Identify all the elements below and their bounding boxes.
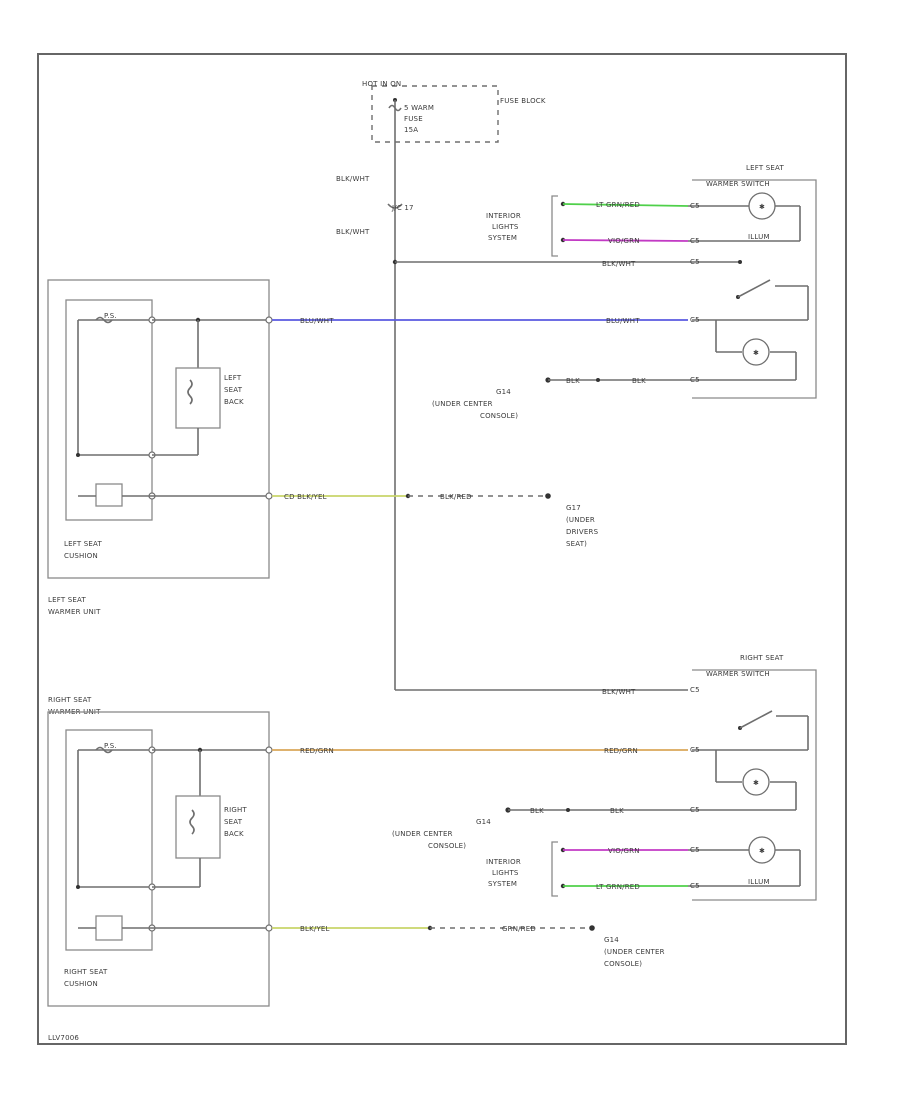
fuse-feed-label: HOT IN ON	[362, 80, 401, 88]
left-switch-c5-2: C5	[690, 237, 700, 245]
wire-label-blk-wht-bottom: BLK/WHT	[602, 688, 636, 696]
wire-label-vio-grn-top: VIO/GRN	[608, 237, 640, 245]
right-back-1: RIGHT	[224, 806, 247, 814]
ground-g17: G17 (UNDER DRIVERS SEAT)	[566, 504, 599, 548]
g17-id: G17	[566, 504, 581, 512]
left-cushion-2: CUSHION	[64, 552, 98, 560]
fuse-block-label: FUSE BLOCK	[500, 97, 546, 105]
fuse-name-line2: FUSE	[404, 115, 423, 123]
wire-label-blk-yel-right: BLK/YEL	[300, 925, 330, 933]
left-back-1: LEFT	[224, 374, 242, 382]
wire-label-blu-wht-1: BLU/WHT	[300, 317, 334, 325]
g17-line3: DRIVERS	[566, 528, 599, 536]
interior-lights-system-top: INTERIOR LIGHTS SYSTEM	[486, 195, 566, 257]
g14-top-line3: CONSOLE)	[480, 412, 518, 420]
right-switch-c5-5: C5	[690, 882, 700, 890]
left-unit-label-2: WARMER UNIT	[48, 608, 101, 616]
fuse-name-line1: 5 WARM	[404, 104, 434, 112]
ground-g14-middle: BLK BLK G14 (UNDER CENTER CONSOLE)	[392, 807, 688, 850]
left-switch-c5-5: C5	[690, 376, 700, 384]
left-switch-c5-4: C5	[690, 316, 700, 324]
right-unit-thermo: P.S.	[104, 742, 117, 750]
left-switch-title-2: WARMER SWITCH	[706, 180, 770, 188]
interior-lights-top-2: LIGHTS	[492, 223, 519, 231]
wire-label-lt-grn-red-bottom: LT GRN/RED	[596, 883, 640, 891]
g17-line2: (UNDER	[566, 516, 595, 524]
splice-jc17: J/C 17	[387, 203, 414, 212]
feed-wire-label-1: BLK/WHT	[336, 175, 370, 183]
svg-text:✱: ✱	[759, 203, 765, 211]
left-unit-label-1: LEFT SEAT	[48, 596, 86, 604]
interior-lights-top-3: SYSTEM	[488, 234, 517, 242]
wire-label-cd-blk-yel: CD BLK/YEL	[284, 493, 327, 501]
svg-text:✱: ✱	[753, 349, 759, 357]
g14-bottom-line3: CONSOLE)	[604, 960, 642, 968]
interior-lights-system-bottom: INTERIOR LIGHTS SYSTEM	[486, 841, 566, 897]
right-switch-c5-3: C5	[690, 806, 700, 814]
wire-label-lt-grn-red-top: LT GRN/RED	[596, 201, 640, 209]
left-seat-warmer-unit: P.S. LEFT SEAT BACK LEFT SEAT CUSHION LE…	[47, 279, 273, 616]
right-seat-warmer-switch: RIGHT SEAT WARMER SWITCH C5 C5 ✱ C5 ✱ IL…	[688, 654, 817, 901]
g14-bottom-line2: (UNDER CENTER	[604, 948, 665, 956]
interior-lights-bottom-2: LIGHTS	[492, 869, 519, 877]
wire-label-blk-g14-top-1: BLK	[566, 377, 580, 385]
interior-lights-top-1: INTERIOR	[486, 212, 521, 220]
wire-lt-grn-red-top	[562, 203, 689, 207]
g14-bottom-id: G14	[604, 936, 619, 944]
right-switch-illum: ILLUM	[748, 878, 770, 886]
left-switch-c5-1: C5	[690, 202, 700, 210]
ground-g14-bottom: G14 (UNDER CENTER CONSOLE)	[604, 936, 665, 968]
wire-label-blk-red: BLK/RED	[440, 493, 472, 501]
fuse-name-line3: 15A	[404, 126, 418, 134]
right-switch-c5-1: C5	[690, 686, 700, 694]
interior-lights-bottom-3: SYSTEM	[488, 880, 517, 888]
wire-label-red-grn-1: RED/GRN	[300, 747, 334, 755]
g14-mid-line3: CONSOLE)	[428, 842, 466, 850]
left-switch-title-1: LEFT SEAT	[746, 164, 784, 172]
diagram-frame	[37, 53, 847, 1045]
right-back-3: BACK	[224, 830, 244, 838]
interior-lights-bottom-1: INTERIOR	[486, 858, 521, 866]
left-seat-warmer-switch: LEFT SEAT WARMER SWITCH ✱ ILLUM ✱ C5 C5 …	[688, 164, 817, 399]
right-switch-c5-4: C5	[690, 846, 700, 854]
wire-label-blk-wht-top: BLK/WHT	[602, 260, 636, 268]
feed-wire-label-2: BLK/WHT	[336, 228, 370, 236]
right-switch-title-2: WARMER SWITCH	[706, 670, 770, 678]
left-switch-c5-3: C5	[690, 258, 700, 266]
right-cushion-2: CUSHION	[64, 980, 98, 988]
left-switch-illum: ILLUM	[748, 233, 770, 241]
ground-g14-top: BLK BLK G14 (UNDER CENTER CONSOLE)	[432, 377, 688, 420]
g14-top-id: G14	[496, 388, 511, 396]
left-cushion-1: LEFT SEAT	[64, 540, 102, 548]
left-back-3: BACK	[224, 398, 244, 406]
wire-vio-grn-top	[562, 239, 689, 242]
wire-label-red-grn-2: RED/GRN	[604, 747, 638, 755]
wire-label-vio-grn-bottom: VIO/GRN	[608, 847, 640, 855]
right-switch-title-1: RIGHT SEAT	[740, 654, 784, 662]
wire-label-grn-red: GRN/RED	[502, 925, 536, 933]
diagram-id: LLV7006	[48, 1034, 79, 1042]
g14-mid-id: G14	[476, 818, 491, 826]
right-unit-label-1: RIGHT SEAT	[48, 696, 92, 704]
right-cushion-1: RIGHT SEAT	[64, 968, 108, 976]
wire-label-blk-g14-mid-2: BLK	[610, 807, 624, 815]
splice-label: J/C 17	[391, 204, 414, 212]
right-seat-warmer-unit: RIGHT SEAT WARMER UNIT P.S. RIGHT SEAT B…	[47, 696, 273, 1007]
right-switch-c5-2: C5	[690, 746, 700, 754]
right-back-2: SEAT	[224, 818, 243, 826]
g14-mid-line2: (UNDER CENTER	[392, 830, 453, 838]
left-back-2: SEAT	[224, 386, 243, 394]
wire-label-blk-g14-mid-1: BLK	[530, 807, 544, 815]
left-switch-indicator	[742, 338, 770, 366]
wire-label-blu-wht-2: BLU/WHT	[606, 317, 640, 325]
svg-text:✱: ✱	[753, 779, 759, 787]
wire-label-blk-g14-top-2: BLK	[632, 377, 646, 385]
svg-text:✱: ✱	[759, 847, 765, 855]
right-switch-indicator	[742, 768, 770, 796]
left-unit-thermo: P.S.	[104, 312, 117, 320]
g14-top-line2: (UNDER CENTER	[432, 400, 493, 408]
fuse-block: HOT IN ON 5 WARM FUSE 15A FUSE BLOCK	[362, 80, 546, 143]
g17-line4: SEAT)	[566, 540, 587, 548]
